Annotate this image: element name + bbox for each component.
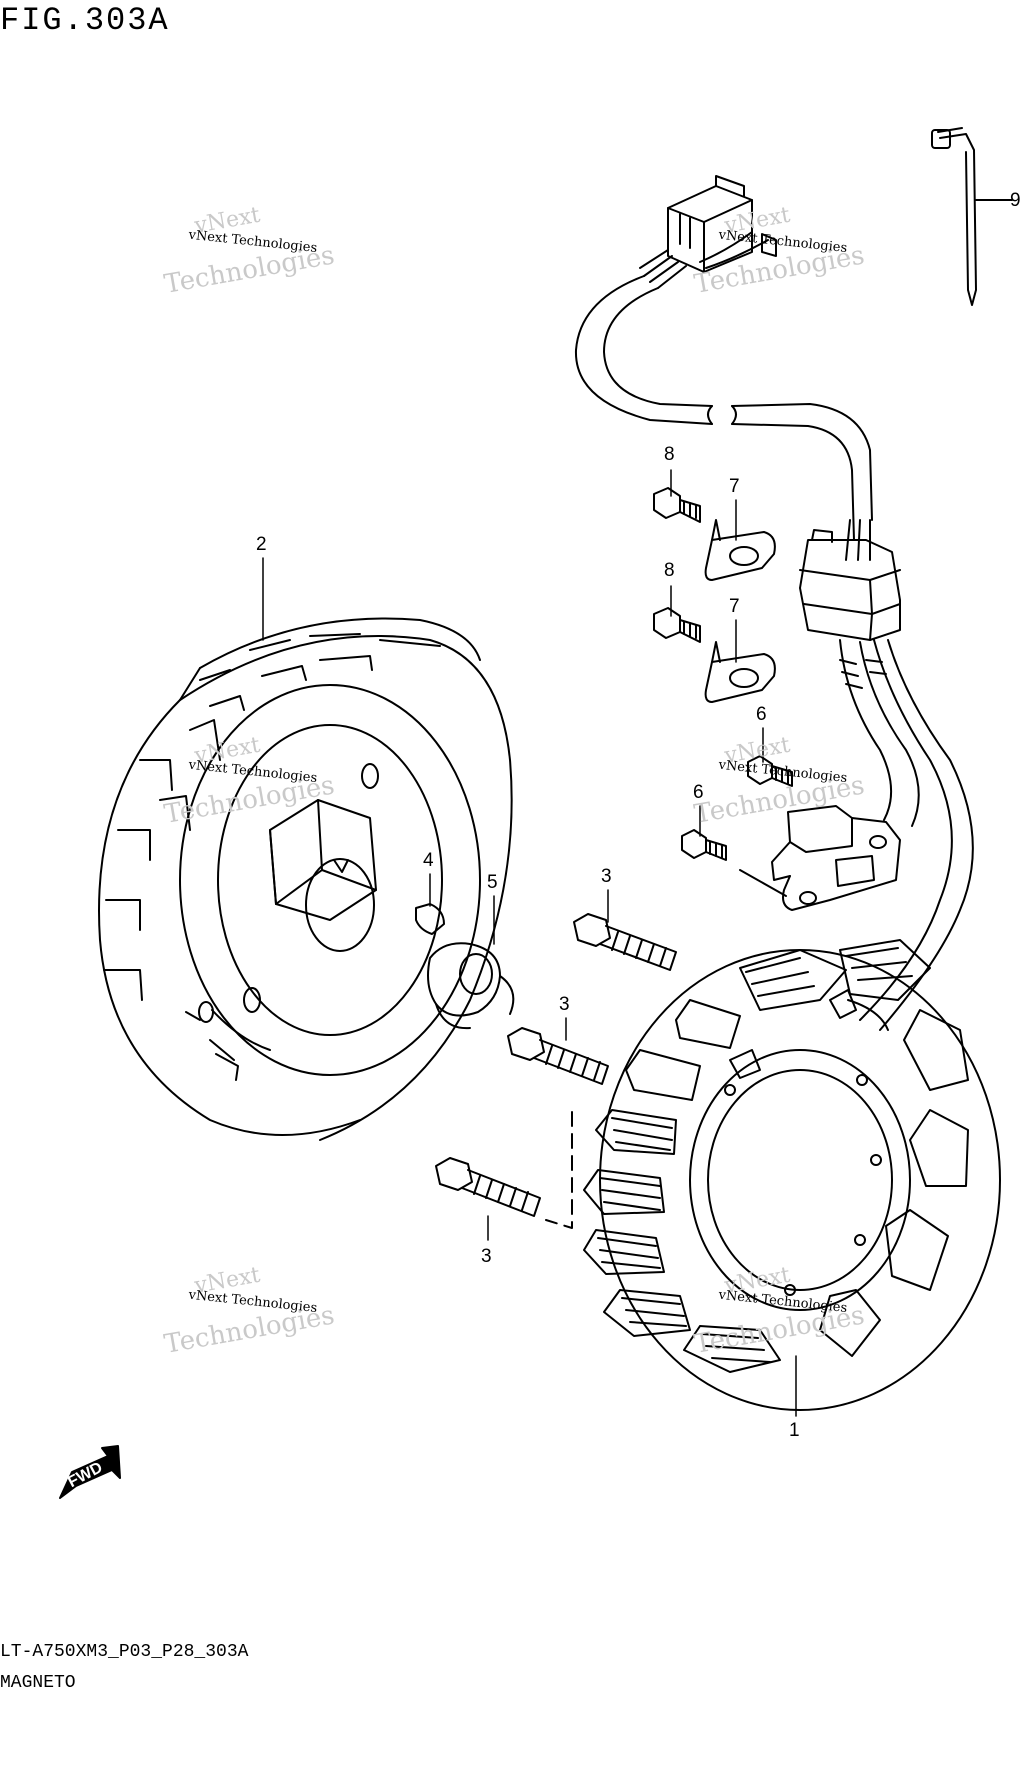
callout-8-lower: 8 [664,560,675,581]
callout-2: 2 [256,534,267,555]
callout-6-upper: 6 [756,704,767,725]
callout-3-upper: 3 [601,866,612,887]
callout-1: 1 [789,1420,800,1441]
washer-part-5 [427,942,515,1030]
bolt-part-3-upper [573,913,677,971]
diagram-description: MAGNETO [0,1673,76,1693]
bolt-part-3-lower [435,1157,541,1217]
bolt-part-8-lower [653,607,701,643]
svg-text:vNext Technologies: vNext Technologies [187,228,318,257]
callout-3-middle: 3 [559,994,570,1015]
callout-6-lower: 6 [693,782,704,803]
bolt-part-6-upper [747,755,793,787]
cable-tie-part-9 [931,127,1013,306]
key-part-4 [415,903,445,935]
callout-7-lower: 7 [729,596,740,617]
figure-title: FIG.303A [0,2,170,39]
forward-direction-arrow[interactable] [59,1445,121,1499]
callout-9: 9 [1010,190,1021,211]
callout-7-upper: 7 [729,476,740,497]
flywheel-rotor-part-2 [98,617,513,1141]
watermarks: vNext Technologies vNext Technologies vN… [162,203,867,1360]
callout-labels: 9 8 7 8 7 2 6 6 4 5 3 3 3 1 [256,190,1021,1441]
clamp-plate-part-7-upper [704,519,776,581]
pickup-coil [739,805,901,911]
bolt-part-6-lower [681,829,727,861]
callout-5: 5 [487,872,498,893]
stator-part-1 [583,939,1001,1411]
clamp-plate-part-7-lower [704,641,776,703]
bolt-part-3-middle [507,1027,609,1085]
bolt-part-8-upper [653,487,701,523]
callout-leaders [262,469,797,1417]
svg-text:vNext Technologies: vNext Technologies [187,1288,318,1317]
svg-text:vNext Technologies: vNext Technologies [187,758,318,787]
callout-8-upper: 8 [664,444,675,465]
diagram-code: LT-A750XM3_P03_P28_303A [0,1642,249,1662]
svg-text:vNext Technologies: vNext Technologies [717,1288,848,1317]
alignment-bracket [545,1111,573,1229]
callout-3-lower: 3 [481,1246,492,1267]
fwd-label: FWD [65,1459,105,1491]
wire-harness [574,175,974,1031]
svg-text:vNext Technologies: vNext Technologies [717,228,848,257]
callout-4: 4 [423,850,434,871]
